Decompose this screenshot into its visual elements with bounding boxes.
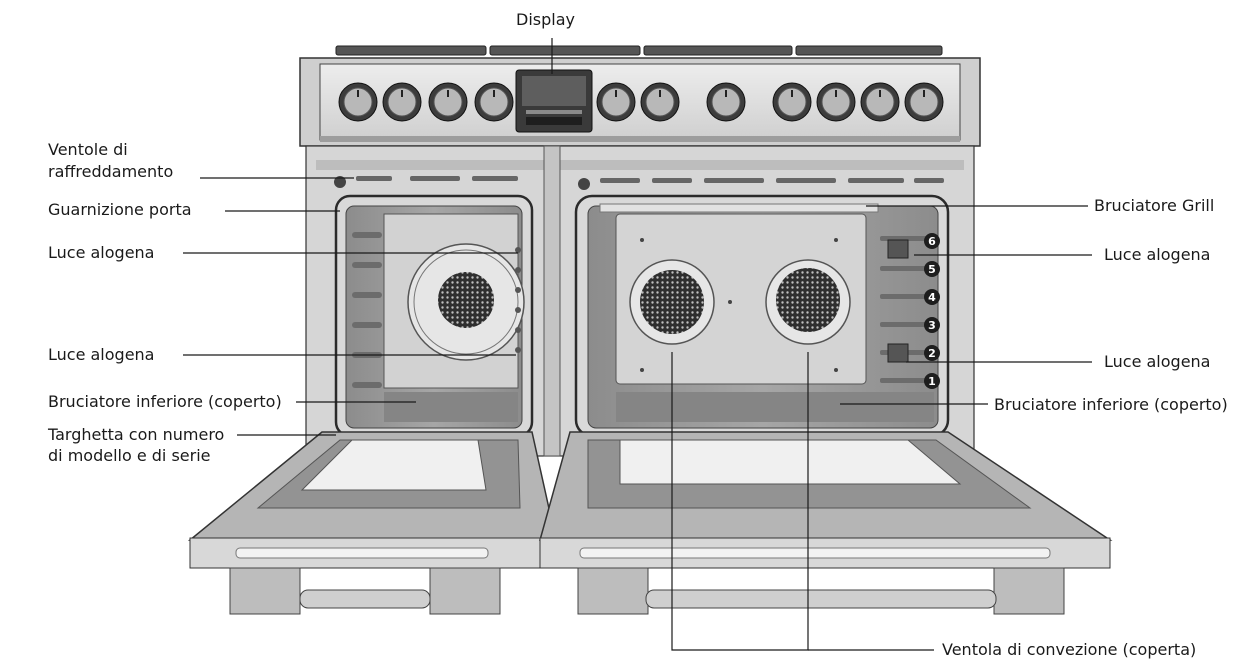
rack-badge-number: 6	[928, 235, 936, 248]
rack-badge-number: 3	[928, 319, 936, 332]
control-knob-face	[645, 87, 675, 117]
label-cooling-fans-2: raffreddamento	[48, 162, 174, 181]
control-knob-face	[909, 87, 939, 117]
label-halogen-light-left-bottom: Luce alogena	[48, 345, 155, 364]
control-knob-face	[821, 87, 851, 117]
rack-badge-number: 1	[928, 375, 936, 388]
left-oven	[334, 194, 534, 438]
rack-badge	[924, 317, 940, 333]
rack-badge-number: 5	[928, 263, 936, 276]
label-halogen-light-left-top: Luce alogena	[48, 243, 155, 262]
rack-badge	[924, 289, 940, 305]
left-oven-light-pins	[515, 247, 521, 353]
rack-badge	[924, 261, 940, 277]
control-knob-face	[601, 87, 631, 117]
right-door-handle	[645, 589, 997, 609]
left-door-handle	[299, 589, 431, 609]
control-knob-face	[711, 87, 741, 117]
label-cooling-fans-1: Ventole di	[48, 140, 128, 159]
callout-leaders	[183, 38, 1092, 651]
display-unit	[515, 69, 593, 133]
label-door-gasket: Guarnizione porta	[48, 200, 192, 219]
left-oven-door	[187, 431, 557, 615]
control-knob-face	[479, 87, 509, 117]
right-oven: 6 5 4 3 2 1	[574, 194, 950, 438]
right-halogen-light-top	[887, 239, 909, 259]
label-grill-burner: Bruciatore Grill	[1094, 196, 1215, 215]
cooling-fan-vents	[334, 176, 944, 190]
label-lower-burner-left: Bruciatore inferiore (coperto)	[48, 392, 282, 411]
label-rating-plate-1: Targhetta con numero	[48, 425, 225, 444]
rack-position-badges: 6 5 4 3 2 1	[924, 233, 940, 389]
label-halogen-light-right-bottom: Luce alogena	[1104, 352, 1211, 371]
rack-badge-number: 2	[928, 347, 936, 360]
control-knob-face	[777, 87, 807, 117]
control-knob-face	[387, 87, 417, 117]
control-knob-face	[343, 87, 373, 117]
control-knobs	[338, 82, 944, 122]
label-halogen-light-right-top: Luce alogena	[1104, 245, 1211, 264]
cooktop-grates	[335, 45, 943, 56]
control-knob-face	[433, 87, 463, 117]
label-convection-fan: Ventola di convezione (coperta)	[942, 640, 1197, 659]
rack-badge	[924, 373, 940, 389]
control-knob-face	[865, 87, 895, 117]
label-display: Display	[516, 10, 575, 29]
rack-badge	[924, 233, 940, 249]
right-halogen-light-bottom	[887, 343, 909, 363]
label-rating-plate-2: di modello e di serie	[48, 446, 211, 465]
rack-badge-number: 4	[928, 291, 936, 304]
rack-badge	[924, 345, 940, 361]
right-oven-door	[539, 431, 1113, 615]
label-lower-burner-right: Bruciatore inferiore (coperto)	[994, 395, 1228, 414]
